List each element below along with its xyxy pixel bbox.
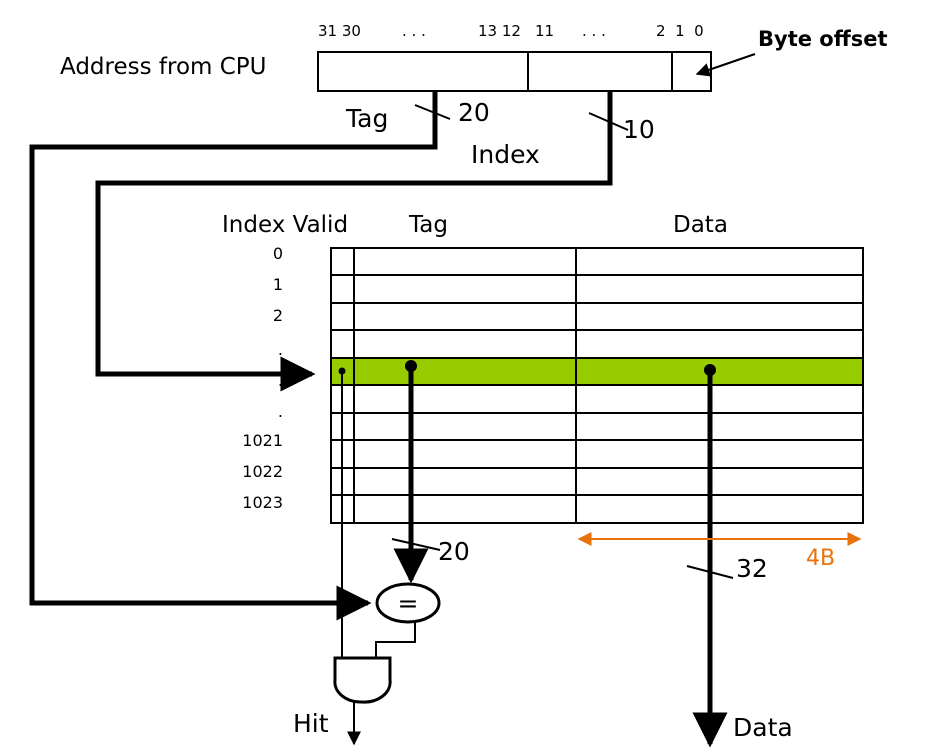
byte-offset-label: Byte offset: [758, 27, 888, 51]
bit-label-dots-1: . . .: [402, 22, 426, 40]
row-index-labels: 0 1 2 . . . 1021 1022 1023: [242, 244, 283, 512]
tag-width-tick: [414, 104, 451, 120]
cache-row-dividers: [331, 274, 863, 496]
header-data: Data: [673, 212, 728, 238]
and-gate: [333, 656, 392, 704]
index-wire: [95, 91, 613, 392]
hit-label: Hit: [293, 709, 329, 738]
byte-offset-arrow: [695, 53, 756, 77]
data-output-tick: [686, 565, 734, 579]
header-index-valid: Index Valid: [222, 212, 348, 238]
row-index-label: .: [278, 371, 283, 390]
tag-wire: [29, 91, 438, 621]
row-index-label: 1022: [242, 462, 283, 481]
bit-label-dots-2: . . .: [582, 22, 606, 40]
row-index-label: .: [278, 340, 283, 359]
bit-label-13-12: 13 12: [478, 22, 521, 40]
index-width-tick: [588, 112, 629, 131]
tag-output-tick: [391, 538, 441, 551]
comparator: [375, 582, 441, 624]
address-register: [317, 51, 712, 92]
tag-width-label: 20: [458, 98, 490, 127]
comparator-to-and-wire: [375, 622, 416, 658]
data-output-width: 32: [736, 554, 768, 583]
index-width-label: 10: [623, 115, 655, 144]
data-out-label: Data: [733, 713, 793, 742]
row-index-label: .: [278, 402, 283, 421]
row-index-label: 1021: [242, 431, 283, 450]
bit-label-31-30: 31 30: [318, 22, 361, 40]
block-size-label: 4B: [806, 546, 835, 571]
bit-label-11: 11: [535, 22, 554, 40]
selected-cache-row: [330, 357, 864, 386]
bit-label-2-1-0: 2 1 0: [656, 22, 704, 40]
address-from-cpu-label: Address from CPU: [60, 54, 267, 80]
tag-field-label: Tag: [345, 104, 388, 133]
row-index-label: 1023: [242, 493, 283, 512]
row-index-label: 2: [273, 306, 283, 325]
row-index-label: 1: [273, 275, 283, 294]
row-index-label: 0: [273, 244, 283, 263]
comparator-symbol: =: [398, 589, 419, 618]
tag-output-width: 20: [438, 537, 470, 566]
header-tag: Tag: [408, 212, 448, 238]
index-field-label: Index: [471, 140, 540, 169]
